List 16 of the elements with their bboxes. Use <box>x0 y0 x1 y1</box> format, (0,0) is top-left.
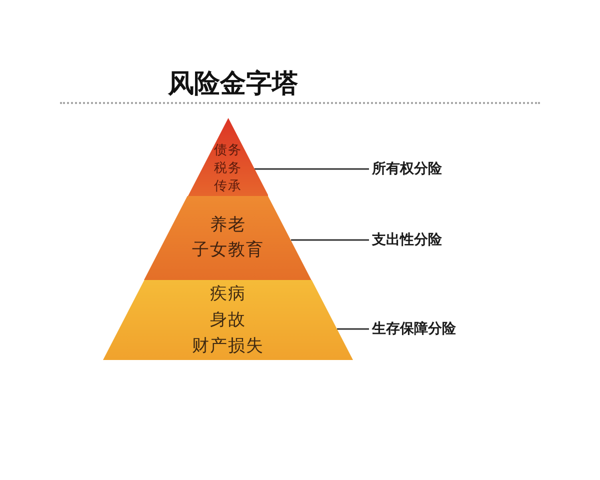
pyramid-tier <box>103 280 353 360</box>
risk-label: 所有权分险 <box>372 159 442 179</box>
tier-text: 传承 <box>214 178 242 196</box>
tier-text: 债务 <box>214 142 242 160</box>
leader-line <box>254 168 369 170</box>
tier-text: 身故 <box>210 309 246 332</box>
risk-label: 生存保障分险 <box>372 319 456 339</box>
leader-line <box>337 328 369 330</box>
leader-line <box>291 239 369 241</box>
risk-label: 支出性分险 <box>372 230 442 250</box>
tier-text: 疾病 <box>210 283 246 306</box>
title: 风险金字塔 <box>168 69 298 99</box>
tier-text: 税务 <box>214 160 242 178</box>
tier-text: 子女教育 <box>192 239 264 262</box>
tier-text: 养老 <box>210 214 246 237</box>
tier-text: 财产损失 <box>192 335 264 358</box>
